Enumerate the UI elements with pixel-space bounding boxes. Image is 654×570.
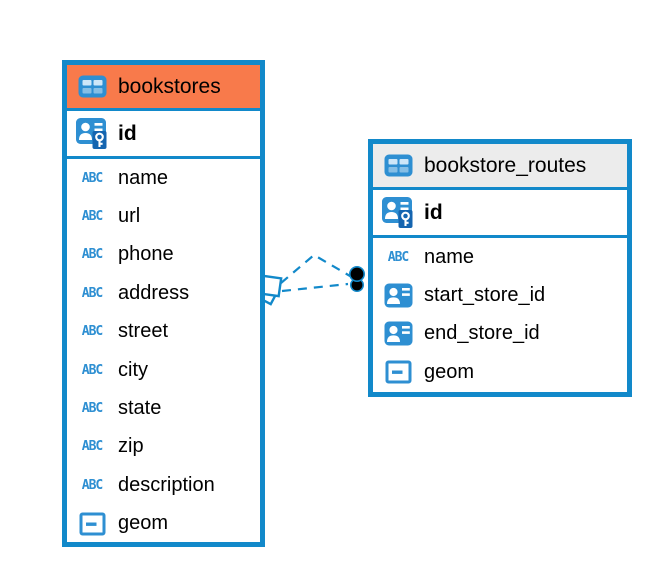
primary-key-icon [75, 117, 109, 150]
column-type-icon [75, 512, 109, 536]
column-type-icon [381, 283, 415, 308]
column-name: phone [118, 243, 174, 266]
column-name: geom [118, 512, 169, 535]
geometry-icon [79, 512, 106, 536]
column-row-street[interactable]: ABC street [67, 313, 260, 351]
column-row-description[interactable]: ABC description [67, 466, 260, 504]
column-type-icon [381, 321, 415, 346]
text-type-icon: ABC [81, 247, 104, 263]
column-name: id [424, 200, 443, 224]
table-icon [381, 154, 415, 177]
text-type-icon: ABC [81, 285, 104, 301]
column-type-icon [381, 360, 415, 384]
text-type-icon: ABC [81, 401, 104, 417]
text-type-icon: ABC [81, 477, 104, 493]
text-type-icon: ABC [387, 249, 410, 265]
column-type-icon: ABC [75, 209, 109, 224]
column-name: zip [118, 435, 144, 458]
column-row-end_store_id[interactable]: end_store_id [373, 315, 627, 353]
column-row-id[interactable]: id [373, 190, 627, 235]
column-row-url[interactable]: ABC url [67, 197, 260, 235]
column-type-icon: ABC [75, 286, 109, 301]
column-type-icon: ABC [75, 324, 109, 339]
column-name: url [118, 205, 141, 228]
column-type-icon: ABC [75, 439, 109, 454]
column-name: geom [424, 360, 475, 383]
foreign-key-icon [384, 283, 413, 308]
column-type-icon: ABC [75, 401, 109, 416]
column-name: description [118, 473, 215, 496]
text-type-icon: ABC [81, 324, 104, 340]
table-icon [75, 75, 109, 98]
column-row-phone[interactable]: ABC phone [67, 236, 260, 274]
foreign-key-icon [384, 321, 413, 346]
text-type-icon: ABC [81, 362, 104, 378]
column-row-geom[interactable]: geom [67, 505, 260, 543]
relationship-target-marker [348, 265, 365, 292]
column-type-icon: ABC [75, 247, 109, 262]
column-name: state [118, 397, 162, 420]
columns-section: ABC name start_store_id end_store_id geom [373, 238, 627, 392]
column-row-geom[interactable]: geom [373, 353, 627, 391]
column-name: street [118, 320, 169, 343]
table-header[interactable]: bookstores [67, 65, 260, 111]
column-type-icon: ABC [75, 171, 109, 186]
column-row-name[interactable]: ABC name [67, 159, 260, 197]
column-row-city[interactable]: ABC city [67, 351, 260, 389]
column-row-address[interactable]: ABC address [67, 274, 260, 312]
primary-key-icon [381, 196, 415, 229]
column-type-icon [381, 196, 415, 229]
table-title: bookstores [118, 74, 221, 98]
column-type-icon: ABC [75, 478, 109, 493]
column-type-icon: ABC [381, 250, 415, 265]
geometry-icon [385, 360, 412, 384]
column-name: address [118, 281, 190, 304]
column-row-zip[interactable]: ABC zip [67, 428, 260, 466]
column-name: city [118, 358, 148, 381]
column-type-icon: ABC [75, 363, 109, 378]
table-header[interactable]: bookstore_routes [373, 144, 627, 190]
column-name: name [424, 245, 475, 268]
relationship-edge[interactable] [280, 253, 351, 293]
primary-key-section: id [373, 190, 627, 238]
column-type-icon [75, 117, 109, 150]
column-row-id[interactable]: id [67, 111, 260, 156]
table-title: bookstore_routes [424, 153, 587, 177]
column-row-start_store_id[interactable]: start_store_id [373, 276, 627, 314]
text-type-icon: ABC [81, 170, 104, 186]
column-row-state[interactable]: ABC state [67, 389, 260, 427]
text-type-icon: ABC [81, 439, 104, 455]
column-name: end_store_id [424, 322, 540, 345]
column-row-name[interactable]: ABC name [373, 238, 627, 276]
entity-table-bookstore-routes[interactable]: bookstore_routes id ABC name start_store_… [368, 139, 632, 397]
text-type-icon: ABC [81, 209, 104, 225]
column-name: start_store_id [424, 284, 546, 307]
column-name: name [118, 166, 169, 189]
column-name: id [118, 121, 137, 145]
primary-key-section: id [67, 111, 260, 159]
